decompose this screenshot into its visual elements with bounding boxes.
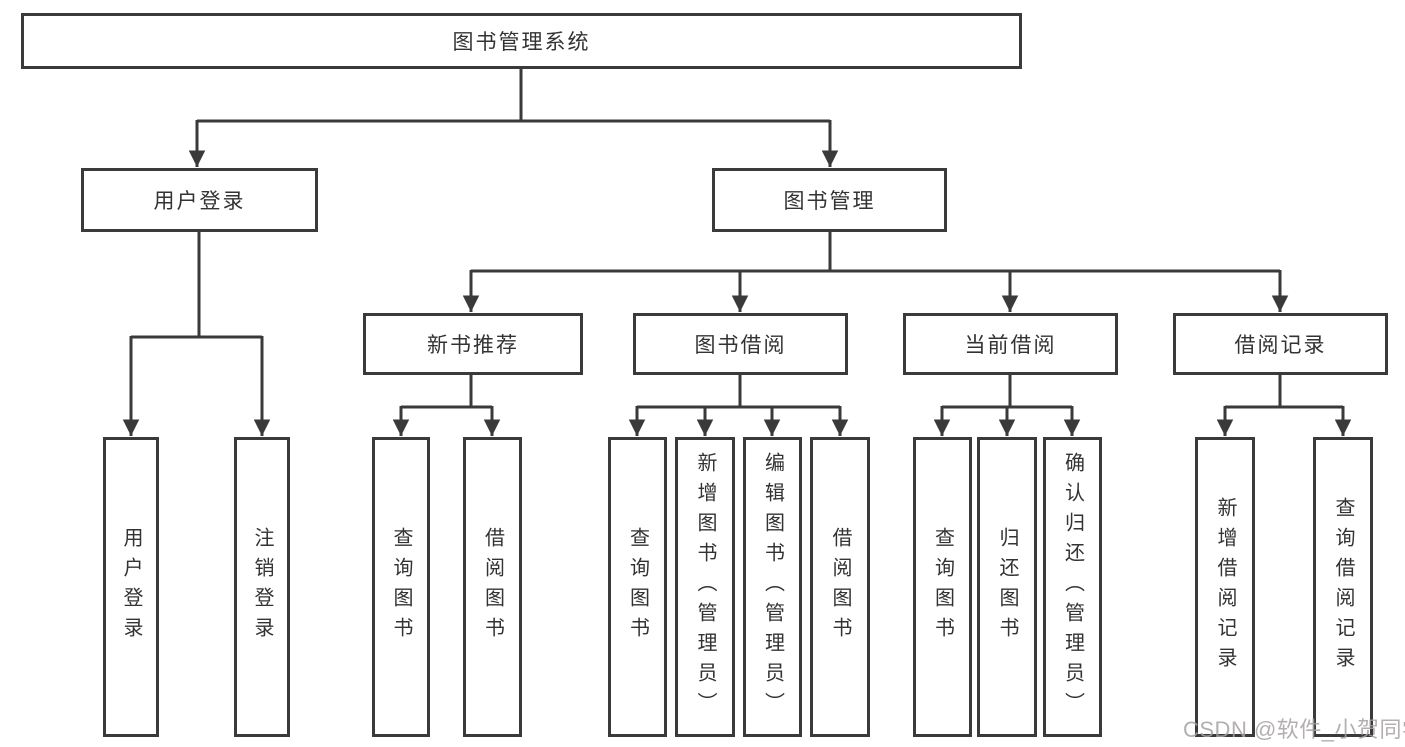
node-label: 借阅记录 (1234, 334, 1327, 357)
node-library-system: 图书管理系统 (21, 13, 1022, 69)
node-label: 查询图书 (931, 527, 954, 647)
node-label: 归还图书 (996, 527, 1018, 647)
node-label: 查询借阅记录 (1332, 497, 1354, 677)
leaf-query-books-borrowing: 查询图书 (608, 437, 667, 737)
leaf-confirm-return-admin: 确认归还（管理员） (1043, 437, 1102, 737)
csdn-watermark: CSDN @软件_小贺同学 (1183, 717, 1405, 742)
node-label: 借阅图书 (829, 527, 851, 647)
node-label: 借阅图书 (481, 527, 504, 647)
node-label: 注销登录 (251, 527, 273, 647)
node-label: 图书管理 (783, 190, 876, 213)
leaf-query-books-current: 查询图书 (913, 437, 972, 737)
node-label: 编辑图书（管理员） (761, 452, 784, 722)
node-user-login: 用户登录 (81, 168, 318, 232)
leaf-query-books-recommend: 查询图书 (372, 437, 430, 737)
node-current-borrowing: 当前借阅 (903, 313, 1118, 375)
node-label: 图书管理系统 (452, 31, 591, 54)
leaf-user-login: 用户登录 (103, 437, 159, 737)
node-label: 新增图书（管理员） (694, 452, 716, 722)
leaf-borrow-books-recommend: 借阅图书 (463, 437, 522, 737)
node-book-management: 图书管理 (712, 168, 947, 232)
node-label: 用户登录 (120, 527, 142, 647)
leaf-edit-books-admin: 编辑图书（管理员） (743, 437, 802, 737)
node-label: 当前借阅 (964, 334, 1057, 357)
node-new-book-recommend: 新书推荐 (363, 313, 583, 375)
node-label: 查询图书 (626, 527, 649, 647)
leaf-add-borrow-record: 新增借阅记录 (1195, 437, 1255, 737)
leaf-add-books-admin: 新增图书（管理员） (675, 437, 735, 737)
leaf-query-borrow-record: 查询借阅记录 (1313, 437, 1373, 737)
leaf-borrow-books: 借阅图书 (810, 437, 870, 737)
leaf-logout: 注销登录 (234, 437, 290, 737)
node-label: 用户登录 (153, 190, 246, 213)
node-label: 确认归还（管理员） (1061, 452, 1084, 722)
node-book-borrowing: 图书借阅 (633, 313, 848, 375)
node-label: 查询图书 (390, 527, 412, 647)
node-label: 新书推荐 (427, 334, 519, 357)
node-borrow-records: 借阅记录 (1173, 313, 1388, 375)
leaf-return-books: 归还图书 (977, 437, 1037, 737)
node-label: 图书借阅 (694, 334, 787, 357)
node-label: 新增借阅记录 (1214, 497, 1236, 677)
